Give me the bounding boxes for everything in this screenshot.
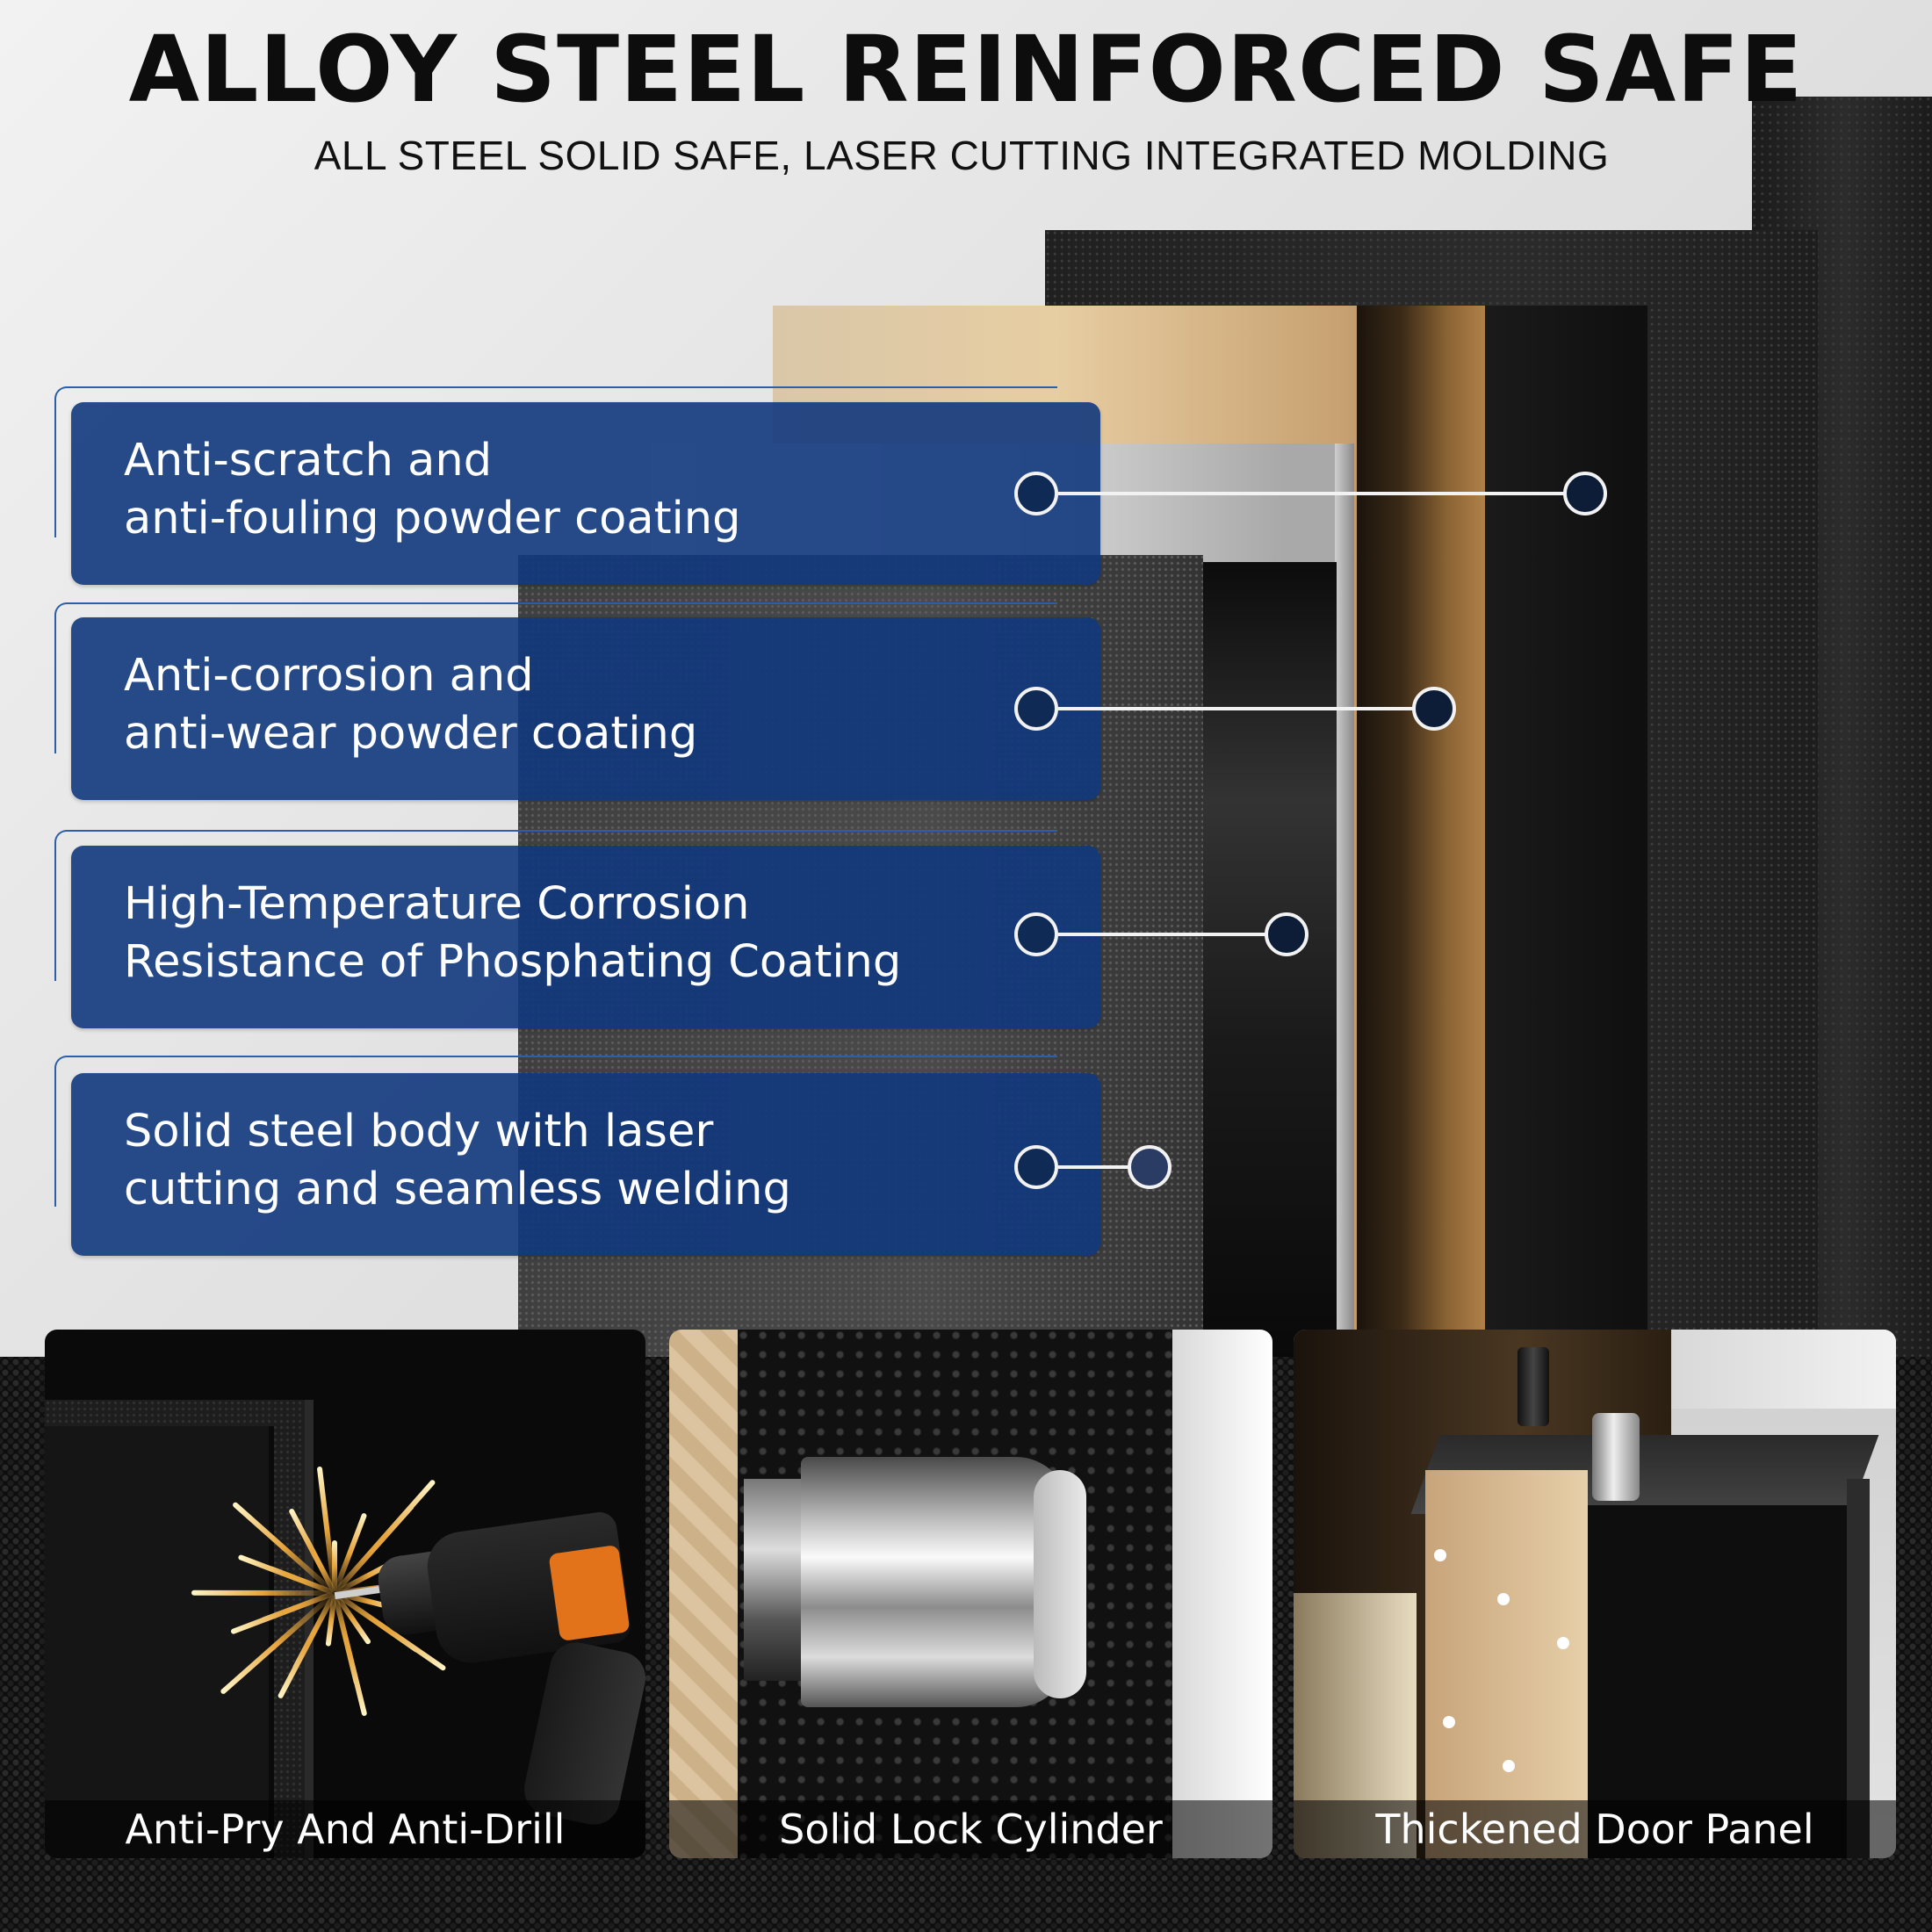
connector-line — [1058, 492, 1585, 495]
connector-line — [1058, 933, 1287, 936]
feature-text: High-Temperature Corrosion Resistance of… — [124, 876, 901, 991]
connector-start-dot — [1014, 687, 1058, 731]
card-guide-line — [54, 602, 1057, 753]
card-guide-line — [54, 1056, 1057, 1207]
rivet-hole — [1503, 1760, 1515, 1772]
silver-layer-edge — [1335, 443, 1354, 1361]
feature-card-anti-corrosion: Anti-corrosion and anti-wear powder coat… — [71, 617, 1100, 800]
feature-line: Resistance of Phosphating Coating — [124, 936, 902, 988]
connector-line — [1058, 1165, 1142, 1169]
rivet-hole — [1497, 1593, 1510, 1605]
drill-accent — [548, 1544, 631, 1642]
door-side-steel — [1588, 1505, 1869, 1858]
feature-line: Solid steel body with laser — [124, 1106, 714, 1157]
feature-text: Anti-corrosion and anti-wear powder coat… — [124, 647, 697, 763]
connector-line — [1058, 707, 1436, 710]
connector-start-dot — [1014, 912, 1058, 956]
background-light — [1671, 1330, 1896, 1409]
feature-line: High-Temperature Corrosion — [124, 878, 750, 930]
tile-anti-pry: Anti-Pry And Anti-Drill — [45, 1330, 645, 1858]
bolt-end-cap — [1034, 1470, 1086, 1698]
door-rim — [1847, 1479, 1870, 1858]
feature-card-phosphating: High-Temperature Corrosion Resistance of… — [71, 846, 1100, 1028]
feature-line: anti-wear powder coating — [124, 708, 698, 760]
connector-start-dot — [1014, 472, 1058, 515]
gold-door-layer — [1425, 1470, 1588, 1858]
feature-line: Anti-corrosion and — [124, 650, 534, 702]
spark — [332, 1540, 337, 1593]
tile-label: Solid Lock Cylinder — [669, 1800, 1272, 1858]
feature-line: Anti-scratch and — [124, 435, 493, 487]
connector-end-dot — [1128, 1145, 1171, 1189]
card-guide-line — [54, 830, 1057, 981]
feature-text: Solid steel body with laser cutting and … — [124, 1103, 791, 1219]
connector-start-dot — [1014, 1145, 1058, 1189]
connector-end-dot — [1563, 472, 1607, 515]
hinge-pin — [1517, 1347, 1549, 1426]
gold-layer-edge — [1357, 306, 1485, 1359]
feature-card-solid-steel: Solid steel body with laser cutting and … — [71, 1073, 1100, 1256]
card-guide-line — [54, 386, 1057, 537]
feature-line: cutting and seamless welding — [124, 1164, 791, 1215]
feature-card-anti-scratch: Anti-scratch and anti-fouling powder coa… — [71, 402, 1100, 585]
locking-pin — [1592, 1413, 1640, 1501]
connector-end-dot — [1412, 687, 1456, 731]
tile-label: Anti-Pry And Anti-Drill — [45, 1800, 645, 1858]
tan-inner-panel — [669, 1330, 738, 1858]
lock-cylinder-bolt — [801, 1457, 1069, 1707]
tile-label: Thickened Door Panel — [1294, 1800, 1896, 1858]
door-edge-highlight — [1172, 1330, 1272, 1858]
tile-lock-cylinder: Solid Lock Cylinder — [669, 1330, 1272, 1858]
rivet-hole — [1557, 1637, 1569, 1649]
connector-end-dot — [1265, 912, 1308, 956]
spark — [191, 1590, 335, 1596]
inner-shadow — [1203, 562, 1337, 1361]
safe-door-recess — [45, 1426, 274, 1858]
feature-line: anti-fouling powder coating — [124, 493, 741, 544]
page-title: ALLOY STEEL REINFORCED SAFE — [128, 16, 1804, 123]
tile-door-panel: Thickened Door Panel — [1294, 1330, 1896, 1858]
page-subtitle: ALL STEEL SOLID SAFE, LASER CUTTING INTE… — [314, 133, 1610, 178]
rivet-hole — [1434, 1549, 1446, 1561]
feature-text: Anti-scratch and anti-fouling powder coa… — [124, 432, 740, 548]
rivet-hole — [1443, 1716, 1455, 1728]
